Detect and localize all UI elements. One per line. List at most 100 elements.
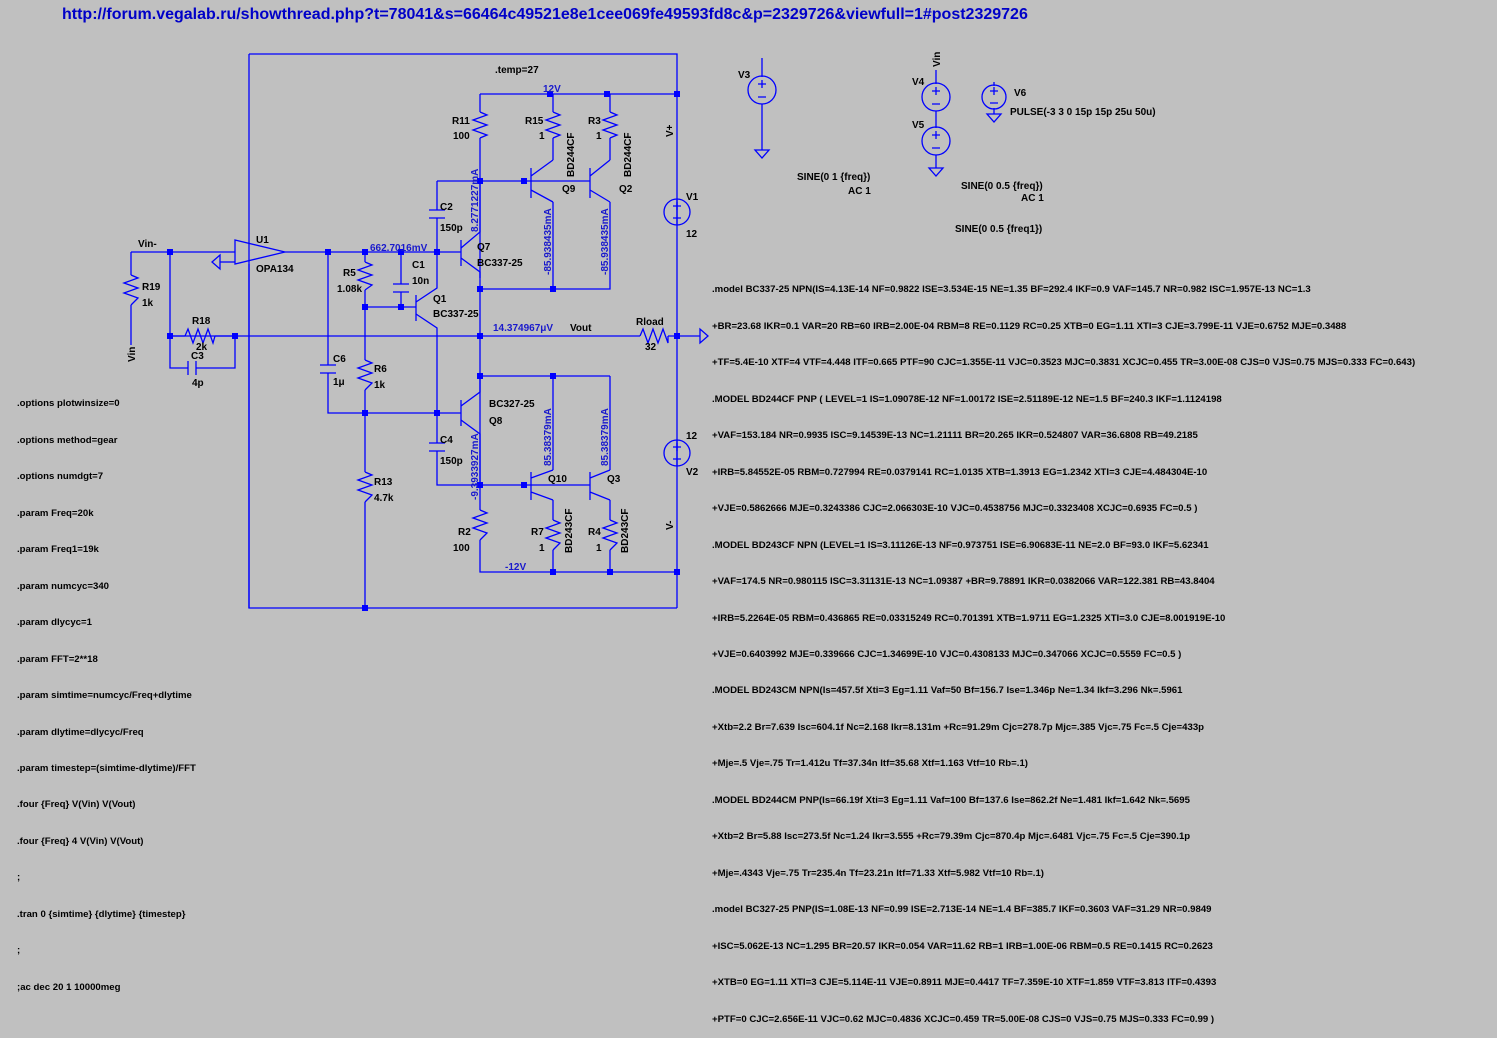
- v3-value: SINE(0 1 {freq}): [797, 172, 870, 183]
- probe-current-q3: 85.38379mA: [600, 408, 611, 466]
- directive-line: .param Freq1=19k: [17, 544, 99, 556]
- model-line: +IRB=5.84552E-05 RBM=0.727994 RE=0.03791…: [712, 466, 1208, 478]
- c6-ref: C6: [333, 354, 346, 365]
- v5-ref: V5: [912, 120, 925, 131]
- v6-ref: V6: [1014, 88, 1027, 99]
- q2-symbol: [589, 159, 611, 203]
- q2-ref: Q2: [619, 184, 633, 195]
- net-labels: Vin- Vin Vin Vout V+ V-: [127, 52, 943, 530]
- r3-value: 1: [596, 131, 602, 142]
- r4-value: 1: [596, 543, 602, 554]
- net-vminus: V-: [665, 521, 676, 530]
- model-line: +TF=5.4E-10 XTF=4 VTF=4.448 ITF=0.665 PT…: [712, 357, 1416, 369]
- directive-line: .options numdgt=7: [17, 471, 104, 483]
- q3-symbol: [589, 469, 611, 501]
- directive-line: ;: [17, 945, 21, 957]
- q7-value: BC337-25: [477, 258, 523, 269]
- model-line: +ISC=5.062E-13 NC=1.295 BR=20.57 IKR=0.0…: [712, 940, 1213, 952]
- c2-symbol: [429, 209, 445, 219]
- q9-symbol: [530, 159, 554, 203]
- v2-ref: V2: [686, 467, 699, 478]
- v3-ac: AC 1: [848, 186, 871, 197]
- r4-ref: R4: [588, 527, 601, 538]
- r4-symbol: [601, 519, 619, 551]
- r7-symbol: [544, 519, 562, 551]
- directive-line: .tran 0 {simtime} {dlytime} {timestep}: [17, 908, 186, 920]
- directive-line: .param dlytime=dlycyc/Freq: [17, 726, 144, 738]
- model-line: .MODEL BD244CF PNP ( LEVEL=1 IS=1.09078E…: [712, 393, 1222, 405]
- voltage-sources: [663, 75, 1007, 467]
- r5-ref: R5: [343, 268, 356, 279]
- r5-value: 1.08k: [337, 284, 362, 295]
- model-line: +PTF=0 CJC=2.656E-11 VJC=0.62 MJC=0.4836…: [712, 1013, 1215, 1025]
- temp-directive: .temp=27: [495, 65, 539, 76]
- model-line: .model BC327-25 PNP(IS=1.08E-13 NF=0.99 …: [712, 904, 1212, 916]
- spice-directives-block[interactable]: .options plotwinsize=0 .options method=g…: [17, 374, 196, 1006]
- model-line: +Xtb=2.2 Br=7.639 Isc=604.1f Nc=2.168 Ik…: [712, 721, 1205, 733]
- r19-symbol: [122, 274, 140, 306]
- model-line: .MODEL BD244CM PNP(Is=66.19f Xti=3 Eg=1.…: [712, 794, 1190, 806]
- v4-ac: AC 1: [1021, 193, 1044, 204]
- ground-icon: [753, 149, 771, 159]
- model-definitions-block[interactable]: .model BC337-25 NPN(IS=4.13E-14 NF=0.982…: [712, 260, 1415, 1038]
- r13-symbol: [356, 471, 374, 503]
- q10-value: BD243CF: [564, 509, 575, 553]
- r2-ref: R2: [458, 527, 471, 538]
- c1-value: 10n: [412, 276, 429, 287]
- r11-symbol: [471, 111, 489, 139]
- r19-value: 1k: [142, 298, 154, 309]
- resistor-symbols: [122, 111, 669, 551]
- probe-values: 662.7016mV 14.374967μV 12V -12V 8.277122…: [370, 84, 611, 573]
- net-vin-source: Vin: [932, 52, 943, 67]
- source-url[interactable]: http://forum.vegalab.ru/showthread.php?t…: [62, 6, 1028, 23]
- q2-value: BD244CF: [623, 133, 634, 177]
- schematic-canvas[interactable]: .temp=27 U1 OPA134 R19 1k R18 2k C3 4p C…: [0, 0, 1497, 627]
- model-line: +Xtb=2 Br=5.88 Isc=273.5f Nc=1.24 Ikr=3.…: [712, 831, 1191, 843]
- model-line: +VJE=0.6403992 MJE=0.339666 CJC=1.34699E…: [712, 649, 1182, 660]
- u1-ref: U1: [256, 235, 269, 246]
- c6-value: 1μ: [333, 377, 345, 388]
- r6-ref: R6: [374, 364, 387, 375]
- ground-icon: [211, 253, 221, 271]
- probe-bias-voltage: 662.7016mV: [370, 243, 428, 254]
- directive-line: ;ac dec 20 1 10000meg: [17, 981, 121, 993]
- model-line: +BR=23.68 IKR=0.1 VAR=20 RB=60 IRB=2.00E…: [712, 320, 1347, 332]
- probe-current-r2: -9.3933927mA: [470, 433, 481, 500]
- directive-line: .param timestep=(simtime-dlytime)/FFT: [17, 763, 196, 774]
- net-vout: Vout: [570, 323, 592, 334]
- r15-ref: R15: [525, 116, 544, 127]
- v2-symbol: [663, 439, 691, 467]
- v1-ref: V1: [686, 192, 699, 203]
- q1-ref: Q1: [433, 294, 447, 305]
- c2-value: 150p: [440, 223, 463, 234]
- r15-symbol: [544, 111, 562, 139]
- r18-symbol: [184, 327, 216, 346]
- r3-ref: R3: [588, 116, 601, 127]
- q9-value: BD244CF: [566, 133, 577, 177]
- net-vin: Vin: [127, 347, 138, 362]
- probe-output-voltage: 14.374967μV: [493, 323, 553, 334]
- model-line: +VAF=174.5 NR=0.980115 ISC=3.31131E-13 N…: [712, 576, 1215, 588]
- q3-value: BD243CF: [620, 509, 631, 553]
- probe-current-q9: -85.938435mA: [543, 208, 554, 275]
- q10-ref: Q10: [548, 474, 567, 485]
- r13-ref: R13: [374, 477, 393, 488]
- r18-value: 2k: [196, 342, 208, 353]
- transistor-symbols: [530, 159, 611, 501]
- v5-value: SINE(0 0.5 {freq1}): [955, 224, 1042, 235]
- model-line: .MODEL BD243CM NPN(Is=457.5f Xti=3 Eg=1.…: [712, 685, 1183, 697]
- u1-value: OPA134: [256, 264, 294, 275]
- directive-line: .param Freq=20k: [17, 507, 94, 519]
- r2-symbol: [471, 509, 489, 541]
- r13-value: 4.7k: [374, 493, 394, 504]
- r18-ref: R18: [192, 316, 211, 327]
- directive-line: ;: [17, 872, 21, 884]
- rload-symbol: [639, 327, 669, 345]
- junctions: [167, 91, 680, 611]
- probe-current-q10: 85.38379mA: [543, 408, 554, 466]
- v4-value: SINE(0 0.5 {freq}): [961, 181, 1043, 192]
- c3-value: 4p: [192, 378, 204, 389]
- c6-symbol: [320, 364, 336, 374]
- v3-symbol: [747, 75, 777, 105]
- output-port-icon: [699, 327, 709, 345]
